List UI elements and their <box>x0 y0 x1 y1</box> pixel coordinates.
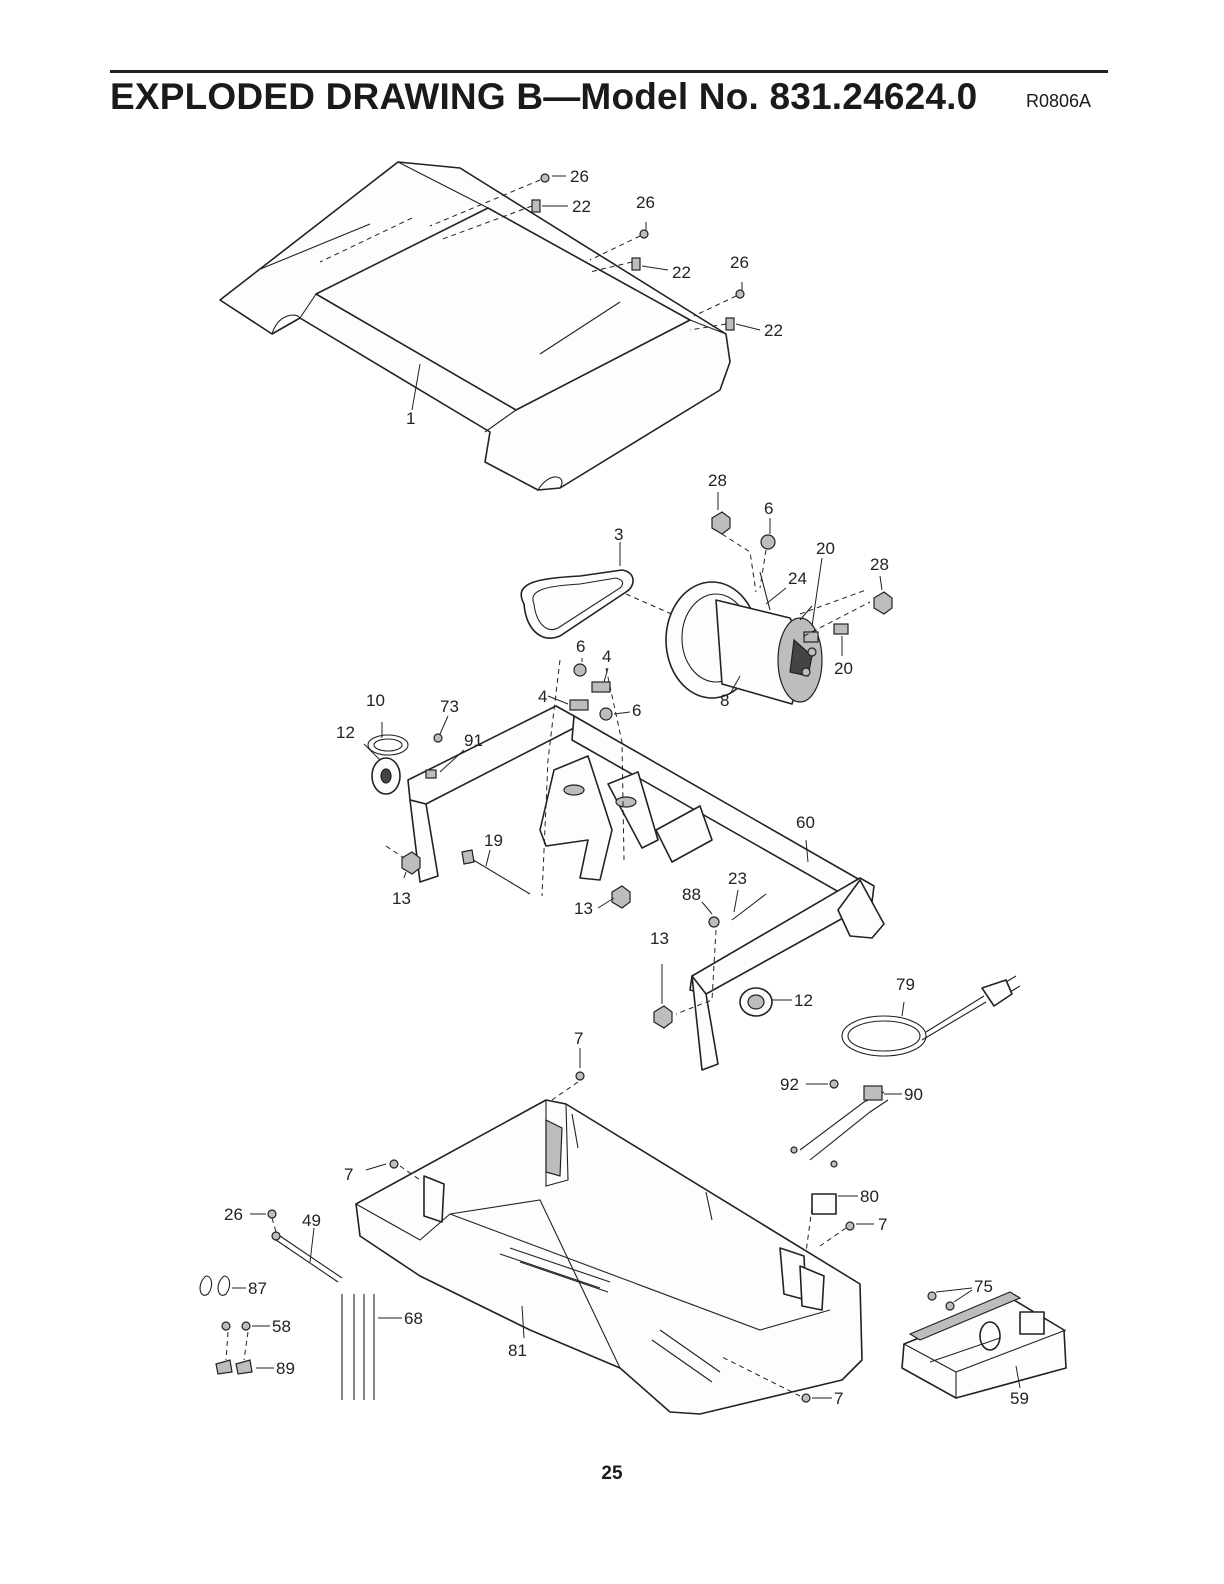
callout: 1 <box>406 409 415 428</box>
callout: 28 <box>870 555 889 574</box>
callout: 22 <box>764 321 783 340</box>
callout: 90 <box>904 1085 923 1104</box>
callout: 87 <box>248 1279 267 1298</box>
page-number: 25 <box>601 1463 623 1484</box>
callout: 4 <box>602 647 611 666</box>
callout: 3 <box>614 525 623 544</box>
callout: 12 <box>336 723 355 742</box>
header-rule <box>110 70 1108 73</box>
callout: 26 <box>570 167 589 186</box>
callout: 60 <box>796 813 815 832</box>
callout: 68 <box>404 1309 423 1328</box>
callout: 91 <box>464 731 483 750</box>
callout: 89 <box>276 1359 295 1378</box>
drive-motor <box>665 571 823 705</box>
drive-belt <box>520 542 677 639</box>
callout: 13 <box>650 929 669 948</box>
callout: 28 <box>708 471 727 490</box>
callout: 73 <box>440 697 459 716</box>
callout: 26 <box>636 193 655 212</box>
drawing-code: R0806A <box>1026 91 1092 111</box>
power-cord <box>790 975 1021 1168</box>
callout: 24 <box>788 569 807 588</box>
callout: 81 <box>508 1341 527 1360</box>
callout: 49 <box>302 1211 321 1230</box>
controller-board <box>901 1287 1067 1399</box>
callout: 92 <box>780 1075 799 1094</box>
callout: 10 <box>366 691 385 710</box>
motor-frame <box>407 705 885 1071</box>
callout: 6 <box>764 499 773 518</box>
callout: 59 <box>1010 1389 1029 1408</box>
motor-base <box>355 1099 863 1415</box>
callout: 75 <box>974 1277 993 1296</box>
frame-hardware <box>363 658 792 1029</box>
callout: 4 <box>538 687 547 706</box>
callout: 7 <box>344 1165 353 1184</box>
callout: 8 <box>720 691 729 710</box>
callout: 23 <box>728 869 747 888</box>
motor-hardware <box>711 492 893 656</box>
callout: 20 <box>834 659 853 678</box>
callout: 12 <box>794 991 813 1010</box>
callout: 6 <box>576 637 585 656</box>
motor-hood <box>219 161 731 491</box>
page-title: EXPLODED DRAWING B—Model No. 831.24624.0 <box>110 76 978 117</box>
callout: 7 <box>878 1215 887 1234</box>
callout: 88 <box>682 885 701 904</box>
callout: 22 <box>572 197 591 216</box>
callout: 26 <box>730 253 749 272</box>
callout: 20 <box>816 539 835 558</box>
base-hardware <box>365 1048 874 1403</box>
callout: 6 <box>632 701 641 720</box>
callout: 19 <box>484 831 503 850</box>
callout: 13 <box>392 889 411 908</box>
callout: 58 <box>272 1317 291 1336</box>
callout-labels: 26 22 26 22 26 22 1 28 6 3 20 28 24 6 4 … <box>224 167 1029 1408</box>
callout: 13 <box>574 899 593 918</box>
callout: 7 <box>574 1029 583 1048</box>
callout: 80 <box>860 1187 879 1206</box>
callout: 7 <box>834 1389 843 1408</box>
callout: 22 <box>672 263 691 282</box>
small-parts <box>199 1209 402 1400</box>
callout: 79 <box>896 975 915 994</box>
callout: 26 <box>224 1205 243 1224</box>
hood-fasteners <box>429 173 761 331</box>
